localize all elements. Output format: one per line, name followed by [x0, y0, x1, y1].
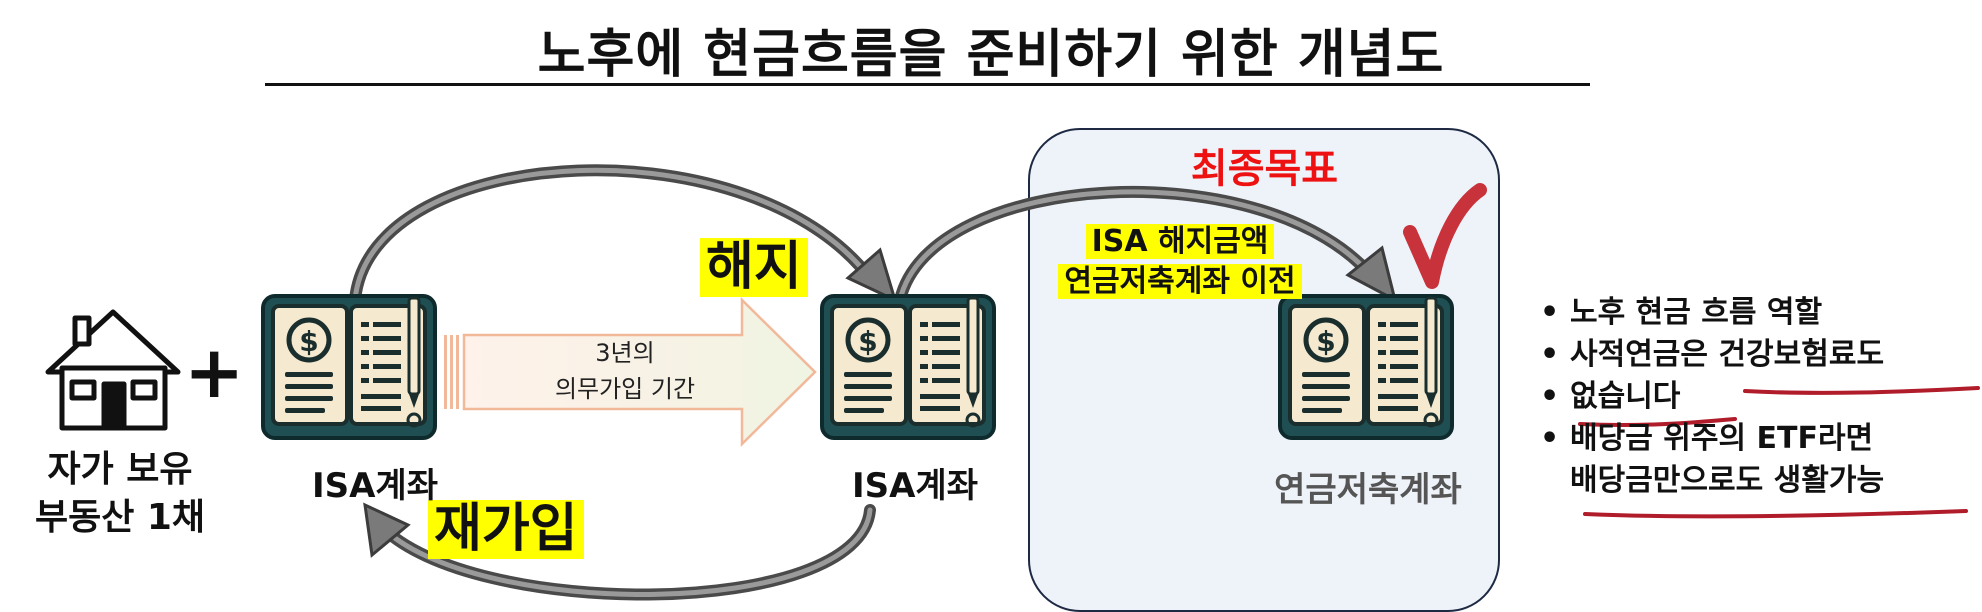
house-caption: 자가 보유 부동산 1채 — [10, 446, 230, 542]
list-item: •배당금 위주의 ETF라면 — [1540, 421, 1874, 456]
transfer-note-line1: ISA 해지금액 — [1085, 224, 1275, 259]
bullet-2-text-b: 건강보험료도 — [1718, 337, 1885, 372]
bullet-underlines — [1578, 386, 1980, 519]
bullet-2-text-a: 사적연금은 — [1570, 337, 1719, 372]
title-underline — [265, 83, 1590, 86]
house-caption-line2: 부동산 1채 — [34, 497, 206, 538]
bullet-4-text: 배당금 위주의 ETF라면 — [1570, 421, 1874, 456]
checkmark-icon — [1403, 183, 1487, 289]
curved-arrow-icon — [363, 502, 876, 601]
bullet-5-text: 배당금만으로도 생활가능 — [1570, 463, 1885, 498]
bullet-3-text: 없습니다 — [1570, 379, 1681, 414]
list-item-continuation: 배당금만으로도 생활가능 — [1540, 460, 1884, 502]
list-item: •노후 현금 흐름 역할 — [1540, 295, 1823, 330]
pension-account-caption: 연금저축계좌 — [1274, 470, 1462, 510]
block-arrow-icon — [444, 297, 817, 447]
curved-arrow-icon — [349, 164, 898, 306]
period-line1: 3년의 — [595, 339, 655, 367]
terminate-label: 해지 — [700, 238, 808, 297]
list-item: •없습니다 — [1540, 379, 1681, 414]
benefit-list: •노후 현금 흐름 역할 •사적연금은 건강보험료도 •없습니다 •배당금 위주… — [1540, 292, 1884, 502]
ledger-book-icon — [263, 296, 435, 438]
transfer-note: ISA 해지금액 연금저축계좌 이전 — [1045, 222, 1315, 302]
list-item: •사적연금은 건강보험료도 — [1540, 337, 1885, 372]
bullet-1-text: 노후 현금 흐름 역할 — [1570, 295, 1823, 330]
page-title: 노후에 현금흐름을 준비하기 위한 개념도 — [537, 25, 1445, 85]
obligation-period-label: 3년의 의무가입 기간 — [470, 335, 780, 407]
ledger-book-icon — [822, 296, 994, 438]
isa-account-2-caption: ISA계좌 — [851, 466, 978, 506]
ledger-book-icon — [1280, 296, 1452, 438]
plus-sign: + — [184, 330, 245, 414]
house-icon — [45, 309, 181, 431]
isa-account-1-caption: ISA계좌 — [311, 466, 438, 506]
curved-arrow-icon — [894, 185, 1398, 306]
period-line2: 의무가입 기간 — [554, 375, 696, 403]
rejoin-label: 재가입 — [428, 500, 584, 559]
house-caption-line1: 자가 보유 — [47, 449, 193, 490]
final-goal-title: 최종목표 — [1190, 146, 1339, 192]
transfer-note-line2: 연금저축계좌 이전 — [1058, 264, 1302, 299]
